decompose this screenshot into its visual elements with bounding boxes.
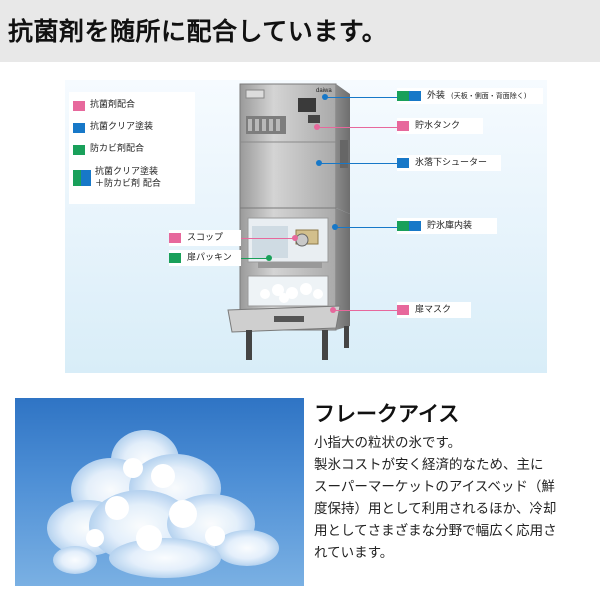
pink-swatch-icon xyxy=(73,101,85,111)
callout-exterior: 外装 (天板・側面・背面除く) xyxy=(397,88,543,104)
callout-line xyxy=(335,227,397,228)
callout-water-tank: 貯水タンク xyxy=(397,118,483,134)
description-line: 小指大の粒状の氷です。 xyxy=(314,435,462,451)
description-line: れています。 xyxy=(314,545,394,561)
page-title: 抗菌剤を随所に配合しています。 xyxy=(8,17,388,46)
pink-swatch-icon xyxy=(397,121,409,131)
callout-line xyxy=(325,97,397,98)
product-title: フレークアイス xyxy=(314,402,460,426)
description-line: 製氷コストが安く経済的なため、主に xyxy=(314,457,544,473)
callout-line xyxy=(333,310,397,311)
pink-swatch-icon xyxy=(397,305,409,315)
callout-line xyxy=(241,258,269,259)
callout-scoop: スコップ xyxy=(169,230,241,246)
callout-line xyxy=(241,238,295,239)
legend-box: 抗菌剤配合 抗菌クリア塗装 防カビ剤配合 抗菌クリア塗装 ＋防カビ剤 配合 xyxy=(69,92,195,204)
callout-ice-chute: 氷落下シューター xyxy=(397,155,501,171)
callout-bin-interior: 貯氷庫内装 xyxy=(397,218,497,234)
callout-dot xyxy=(314,124,320,130)
blue-swatch-icon xyxy=(409,91,421,101)
blue-swatch-icon xyxy=(409,221,421,231)
green-swatch-icon xyxy=(169,253,181,263)
callout-dot xyxy=(316,160,322,166)
callout-door-gasket: 扉パッキン xyxy=(169,250,241,266)
pink-swatch-icon xyxy=(169,233,181,243)
blue-swatch-icon xyxy=(81,170,91,186)
green-swatch-icon xyxy=(397,91,409,101)
machine-diagram: 抗菌剤配合 抗菌クリア塗装 防カビ剤配合 抗菌クリア塗装 ＋防カビ剤 配合 xyxy=(65,80,547,373)
svg-text:daiwa: daiwa xyxy=(316,88,332,94)
callout-line xyxy=(319,163,397,164)
callout-dot xyxy=(266,255,272,261)
description-line: スーパーマーケットのアイスベッド（鮮 xyxy=(314,479,555,495)
blue-swatch-icon xyxy=(73,123,85,133)
header-bar: 抗菌剤を随所に配合しています。 xyxy=(0,0,600,62)
callout-dot xyxy=(292,235,298,241)
ice-machine-illustration: daiwa xyxy=(227,83,350,360)
green-swatch-icon xyxy=(73,170,83,186)
description-line: 度保持）用として利用されるほか、冷却 xyxy=(314,501,557,517)
callout-dot xyxy=(332,224,338,230)
callout-dot xyxy=(330,307,336,313)
blue-swatch-icon xyxy=(397,158,409,168)
green-swatch-icon xyxy=(73,145,85,155)
callout-door-mask: 扉マスク xyxy=(397,302,471,318)
callout-dot xyxy=(322,94,328,100)
flake-ice-photo xyxy=(15,398,304,586)
description-line: 用としてさまざまな分野で幅広く応用さ xyxy=(314,523,557,539)
green-swatch-icon xyxy=(397,221,409,231)
callout-line xyxy=(317,127,397,128)
flake-ice-image xyxy=(47,430,279,578)
product-description: 小指大の粒状の氷です。 製氷コストが安く経済的なため、主に スーパーマーケットの… xyxy=(314,432,590,564)
